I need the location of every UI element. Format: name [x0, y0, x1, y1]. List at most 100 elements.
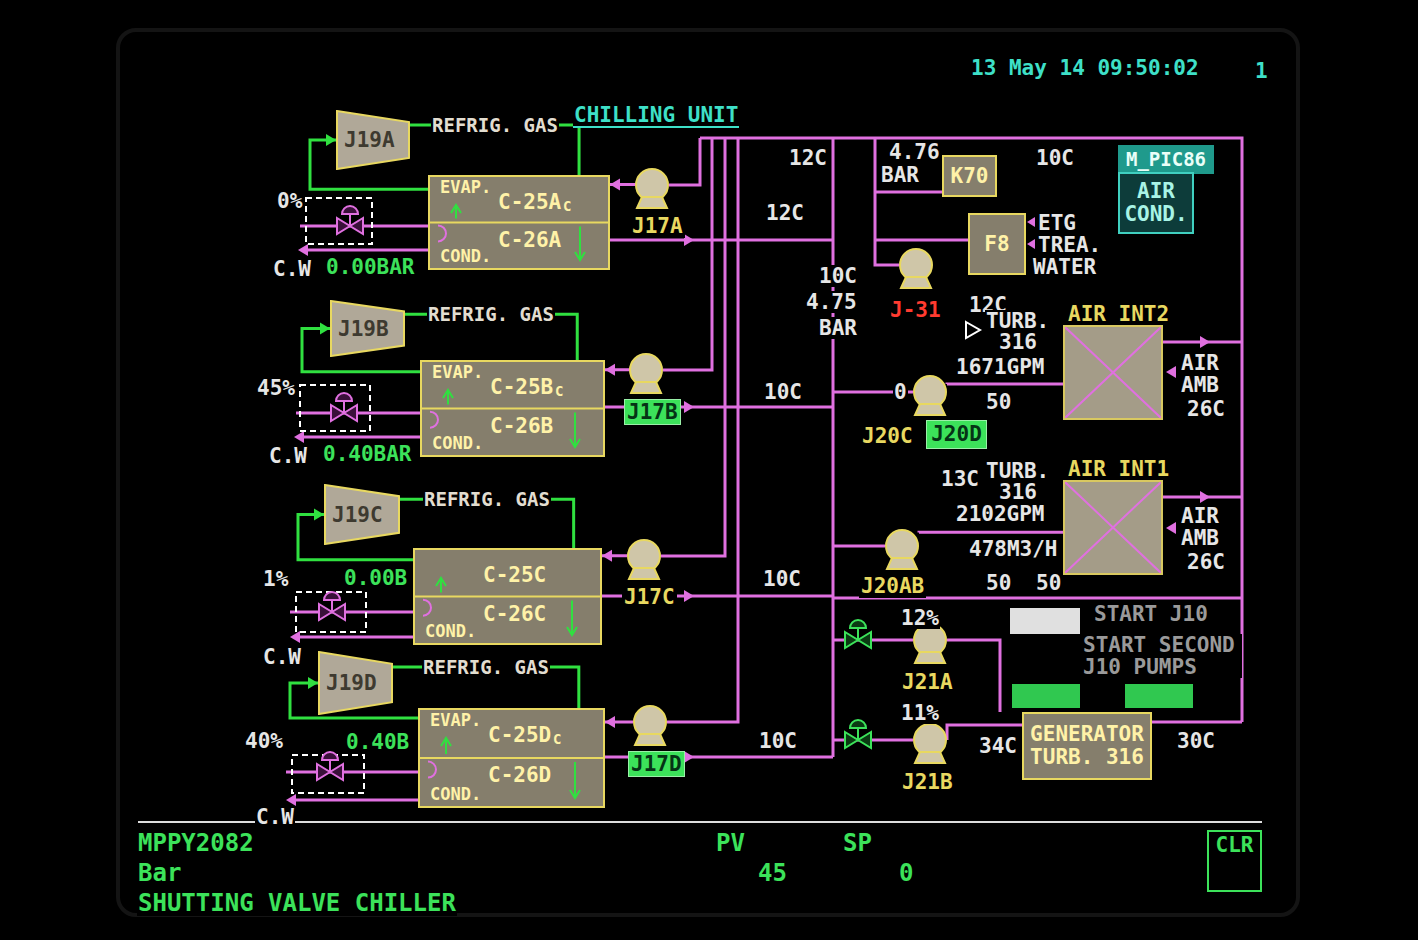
- screen-label: BAR: [818, 317, 858, 339]
- pump-symbol: J17D: [633, 705, 667, 739]
- screen-label: 45%: [256, 377, 296, 399]
- screen-label: 50: [985, 572, 1012, 594]
- chiller-label: COND.: [430, 786, 481, 804]
- intercooler-heading: AIR INT2: [1067, 303, 1170, 325]
- intercooler-cross: [1065, 327, 1161, 418]
- compressor-name: J19D: [326, 671, 377, 695]
- screen-label: 0%: [276, 190, 303, 212]
- chiller-box: EVAP.C-25DCC-26DCOND.: [418, 708, 605, 808]
- screen-label: 10C: [762, 568, 802, 590]
- box-text: AIR COND.: [1120, 180, 1192, 226]
- screen-label: 0.40BAR: [322, 443, 413, 465]
- pump-base: [912, 403, 948, 417]
- screen-label: 478M3/H: [968, 538, 1059, 560]
- screen-label: 1%: [262, 568, 289, 590]
- pump-base: [884, 557, 920, 571]
- screen-label: 12C: [788, 147, 828, 169]
- screen-label: C.W: [262, 646, 302, 668]
- pump-base: [628, 381, 664, 395]
- screen-label: 34C: [978, 735, 1018, 757]
- screen-label: AIR AMB: [1180, 352, 1224, 396]
- chiller-label: COND.: [425, 623, 476, 641]
- screen-label: 0: [898, 860, 914, 886]
- equipment-box: K70: [942, 155, 997, 197]
- pump-symbol: J20AB: [885, 529, 919, 563]
- screen-label: 12C: [765, 202, 805, 224]
- screen-label: 10C: [763, 381, 803, 403]
- chiller-label: C-25D: [488, 724, 551, 746]
- pump-tag: J17A: [630, 214, 685, 238]
- screen-label: START SECOND J10 PUMPS: [1082, 634, 1242, 678]
- screen-label: 316: [998, 481, 1038, 503]
- clear-button: CLR: [1207, 830, 1262, 892]
- turbine-symbol: [966, 322, 980, 338]
- screen-label: 10C: [758, 730, 798, 752]
- pipe-connector: [602, 550, 627, 562]
- pump-valves: [845, 620, 871, 748]
- pump-tag: J17C: [622, 585, 677, 609]
- arrow-head: [605, 364, 615, 376]
- start-button: [1125, 684, 1193, 708]
- pump-base: [898, 276, 934, 290]
- screen-label: ETG: [1037, 212, 1077, 234]
- pipe-connector: [605, 716, 633, 728]
- screen-label: TREA.: [1037, 234, 1102, 256]
- edge-label: REFRIG. GAS: [431, 115, 559, 135]
- compressor-symbol: J19A: [336, 110, 410, 170]
- pump-base: [626, 567, 662, 581]
- arrow-head: [320, 323, 330, 335]
- pump-base: [912, 651, 948, 665]
- screen-label: 26C: [1186, 398, 1226, 420]
- screen-label: 45: [757, 860, 788, 886]
- arrow-head: [602, 550, 612, 562]
- screen-label: 13 May 14 09:50:02: [970, 57, 1200, 79]
- screen-label: 11%: [900, 702, 940, 724]
- chiller-box: EVAP.C-25ACC-26ACOND.: [428, 175, 610, 270]
- pump-symbol: J17A: [635, 168, 669, 202]
- pump-tag: J-31: [888, 298, 943, 322]
- equipment-box: GENERATORTURB. 316: [1022, 712, 1152, 780]
- chiller-label: C-26A: [498, 229, 561, 251]
- screen-label: 30C: [1176, 730, 1216, 752]
- screen-title: CHILLING UNIT: [573, 104, 739, 128]
- chiller-label: C-25A: [498, 191, 561, 213]
- pump-tag: J17B: [624, 399, 681, 425]
- pump-base: [632, 733, 668, 747]
- screen-label: SP: [842, 830, 873, 856]
- screen-label: 0: [893, 381, 908, 403]
- equipment-box: AIR COND.: [1118, 172, 1194, 234]
- pump-symbol: J17B: [629, 353, 663, 387]
- screen-label: 10C: [1035, 147, 1075, 169]
- compressor-name: J19B: [338, 317, 389, 341]
- screen-label: 10C: [818, 265, 858, 287]
- chiller-box: C-25CC-26CCOND.: [413, 548, 602, 645]
- pipe-connector: [947, 383, 1063, 384]
- screen-label: 40%: [244, 730, 284, 752]
- pump-base: [634, 196, 670, 210]
- air-intercooler-box: AIR INT2: [1063, 325, 1163, 420]
- chiller-box: EVAP.C-25BCC-26BCOND.: [420, 360, 605, 457]
- screen-label: 0.00B: [343, 567, 408, 589]
- equipment-box: M_PIC86: [1118, 145, 1214, 174]
- screen-label: MPPY2082: [137, 830, 255, 856]
- pump-tag: J17D: [628, 751, 685, 777]
- screen-label: 1671GPM: [955, 356, 1046, 378]
- chiller-label: C: [555, 384, 563, 399]
- screen-label: C.W: [268, 445, 308, 467]
- box-text: GENERATOR: [1030, 723, 1144, 746]
- screen-label: BAR: [880, 164, 920, 186]
- screen-label: C.W: [255, 806, 295, 828]
- box-text: TURB. 316: [1030, 746, 1144, 769]
- screen-label: 0.40B: [345, 731, 410, 753]
- box-text: J20D: [931, 423, 982, 446]
- compressor-name: J19A: [344, 128, 395, 152]
- screen-label: 4.76: [888, 141, 941, 163]
- arrow-head: [314, 509, 324, 521]
- edge-label: REFRIG. GAS: [422, 657, 550, 677]
- screen-label: 2102GPM: [955, 503, 1046, 525]
- reset-button: [1010, 608, 1080, 634]
- screen-label: TURB.: [985, 310, 1050, 332]
- screen-label: SHUTTING VALVE CHILLER: [137, 890, 457, 916]
